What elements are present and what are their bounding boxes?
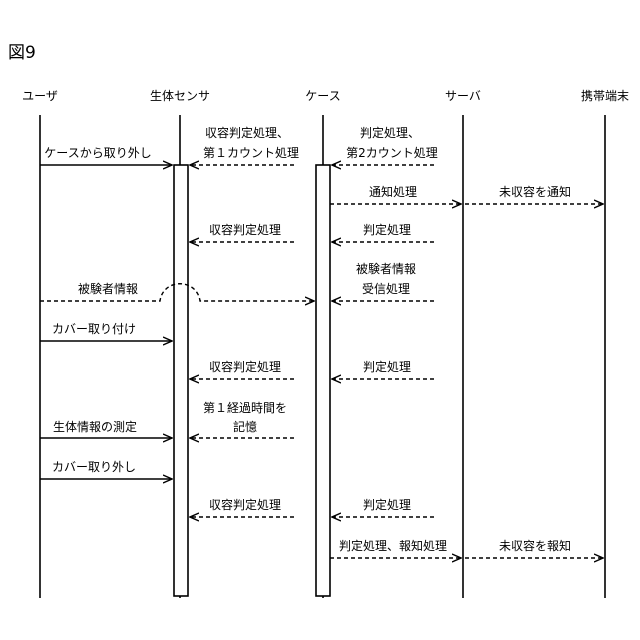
activation-sensor [174, 165, 188, 596]
msg-alarm-unstored: 未収容を報知 [499, 538, 571, 553]
msg-remove-from-case: ケースから取り外し [44, 146, 151, 160]
msg-judge-1: 判定処理、 [360, 125, 420, 140]
msg-first-elapsed-time: 第１経過時間を [203, 401, 287, 415]
actor-terminal: 携帯端末 [581, 88, 629, 103]
msg-judge-alarm-process: 判定処理、報知処理 [339, 538, 447, 553]
actor-user: ユーザ [22, 89, 58, 103]
actor-sensor: 生体センサ [150, 89, 210, 103]
msg-notify-unstored: 未収容を通知 [499, 184, 571, 199]
msg-judge-2: 判定処理 [363, 222, 411, 237]
actor-server: サーバ [445, 89, 481, 103]
msg-subject-info: 被験者情報 [78, 281, 138, 296]
msg-judge-4: 判定処理 [363, 497, 411, 512]
msg-second-count: 第2カウント処理 [346, 146, 438, 160]
msg-receive-process: 受信処理 [362, 282, 410, 296]
msg-remove-cover: カバー取り外し [52, 460, 136, 474]
msg-storage-judge-3: 収容判定処理 [209, 359, 281, 374]
msg-subject-info-case: 被験者情報 [356, 261, 416, 276]
msg-notify-process: 通知処理 [369, 185, 417, 199]
msg-attach-cover: カバー取り付け [52, 322, 136, 336]
msg-storage-judge-1: 収容判定処理、 [205, 125, 289, 140]
activation-case [316, 165, 330, 596]
msg-judge-3: 判定処理 [363, 359, 411, 374]
msg-first-count: 第１カウント処理 [203, 146, 299, 160]
actor-case: ケース [305, 89, 340, 103]
msg-measure-bioinfo: 生体情報の測定 [53, 419, 137, 434]
msg-memorize: 記憶 [233, 419, 257, 434]
msg-storage-judge-2: 収容判定処理 [209, 222, 281, 237]
figure-label: 図9 [8, 43, 36, 63]
msg-storage-judge-4: 収容判定処理 [209, 497, 281, 512]
